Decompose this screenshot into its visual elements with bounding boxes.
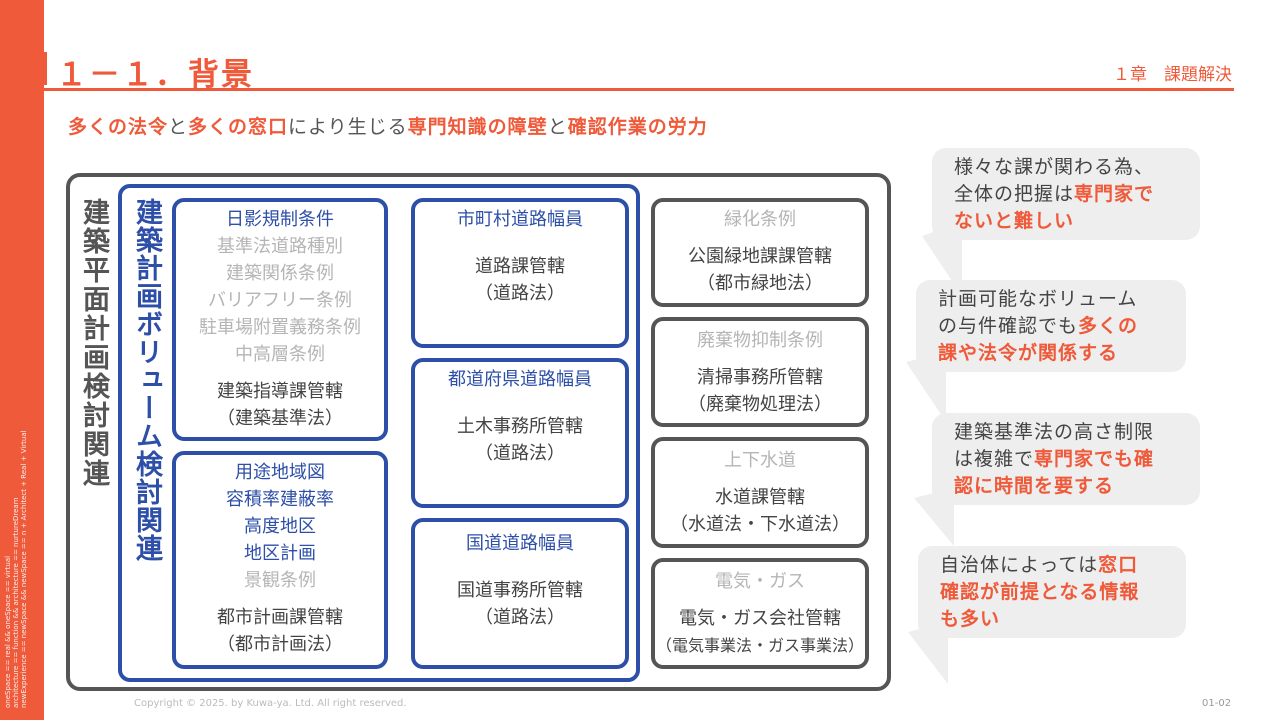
subtitle-part: と bbox=[168, 116, 189, 138]
callout-line: 様々な課が関わる為、 bbox=[954, 156, 1155, 178]
subtitle-part: 確認作業の労力 bbox=[567, 116, 708, 138]
callout-highlight: 課や法令が関係する bbox=[938, 342, 1119, 364]
side-vertical-text: oneSpace == real && oneSpace == virtual … bbox=[4, 430, 40, 720]
box-title: 上下水道 bbox=[724, 450, 796, 471]
box-law: （都市緑地法） bbox=[697, 273, 823, 294]
box-law: （建築基準法） bbox=[217, 408, 343, 429]
box-law: （道路法） bbox=[475, 443, 565, 464]
callout-bubble: 建築基準法の高さ制限 は複雑で専門家でも確 認に時間を要する bbox=[932, 413, 1200, 505]
box-title: 国道道路幅員 bbox=[466, 533, 574, 554]
box-jurisdiction: 水道課管轄 bbox=[715, 487, 805, 508]
page-title: １－１．背景 bbox=[56, 57, 254, 93]
box-prefectural-road: 都道府県道路幅員 土木事務所管轄 （道路法） bbox=[411, 358, 629, 508]
box-title: 廃棄物抑制条例 bbox=[697, 330, 823, 351]
regulation-item: 用途地域図 bbox=[235, 462, 325, 483]
box-jurisdiction: 清掃事務所管轄 bbox=[697, 367, 823, 388]
subtitle-part: 多くの窓口 bbox=[188, 116, 289, 138]
regulation-item: 駐車場附置義務条例 bbox=[199, 317, 361, 338]
callout-highlight: 専門家で bbox=[1074, 183, 1155, 205]
regulation-item: 建築関係条例 bbox=[226, 263, 334, 284]
box-law: （水道法・下水道法） bbox=[670, 514, 850, 535]
callout-highlight: 認に時間を要する bbox=[954, 475, 1115, 497]
callout-text: 自治体によっては bbox=[940, 554, 1099, 576]
box-jurisdiction: 電気・ガス会社管轄 bbox=[679, 608, 841, 629]
callout-bubble: 自治体によっては窓口 確認が前提となる情報 も多い bbox=[918, 546, 1186, 638]
box-jurisdiction: 公園緑地課課管轄 bbox=[688, 246, 832, 267]
regulation-item: 基準法道路種別 bbox=[217, 236, 343, 257]
regulation-item: バリアフリー条例 bbox=[208, 290, 352, 311]
box-municipal-road: 市町村道路幅員 道路課管轄 （道路法） bbox=[411, 198, 629, 348]
box-waste: 廃棄物抑制条例 清掃事務所管轄 （廃棄物処理法） bbox=[651, 317, 869, 427]
regulation-item: 高度地区 bbox=[244, 516, 316, 537]
box-national-road: 国道道路幅員 国道事務所管轄 （道路法） bbox=[411, 518, 629, 669]
subtitle-part: 多くの法令 bbox=[68, 116, 169, 138]
box-title: 日影規制条件 bbox=[226, 209, 334, 230]
box-law: （都市計画法） bbox=[217, 634, 343, 655]
regulation-item: 中高層条例 bbox=[235, 344, 325, 365]
callout-highlight: 多くの bbox=[1078, 315, 1139, 337]
callout-highlight: ないと難しい bbox=[954, 210, 1075, 232]
callout-highlight: 窓口 bbox=[1098, 554, 1139, 576]
page-number: 01-02 bbox=[1202, 698, 1232, 709]
regulation-item: 地区計画 bbox=[244, 543, 316, 564]
chapter-label: １章 課題解決 bbox=[1113, 65, 1232, 85]
title-marker bbox=[44, 52, 47, 85]
box-zoning: 用途地域図 容積率建蔽率 高度地区 地区計画 景観条例 都市計画課管轄 （都市計… bbox=[172, 451, 388, 669]
callout-line: 建築基準法の高さ制限 bbox=[954, 421, 1155, 443]
callout-bubble: 計画可能なボリューム の与件確認でも多くの 課や法令が関係する bbox=[916, 280, 1186, 372]
side-text-line: oneSpace == real && oneSpace == virtual bbox=[4, 555, 12, 708]
callout-text: の与件確認でも bbox=[938, 315, 1079, 337]
volume-study-label: 建築計画ボリューム検討関連 bbox=[131, 198, 162, 562]
copyright: Copyright © 2025. by Kuwa-ya. Ltd. All r… bbox=[134, 698, 407, 709]
box-law: （電気事業法・ガス事業法） bbox=[655, 636, 864, 655]
box-greening: 緑化条例 公園緑地課課管轄 （都市緑地法） bbox=[651, 198, 869, 307]
callout-text: 全体の把握は bbox=[954, 183, 1075, 205]
subtitle-part: と bbox=[547, 116, 568, 138]
header-rule bbox=[44, 88, 1234, 91]
box-sunshade-regulation: 日影規制条件 基準法道路種別 建築関係条例 バリアフリー条例 駐車場附置義務条例… bbox=[172, 198, 388, 441]
box-water: 上下水道 水道課管轄 （水道法・下水道法） bbox=[651, 437, 869, 548]
callout-highlight: 確認が前提となる情報 bbox=[940, 581, 1140, 603]
box-electric-gas: 電気・ガス 電気・ガス会社管轄 （電気事業法・ガス事業法） bbox=[651, 558, 869, 669]
regulation-item: 景観条例 bbox=[244, 570, 316, 591]
side-accent-band bbox=[0, 0, 44, 720]
box-law: （道路法） bbox=[475, 283, 565, 304]
callout-highlight: 専門家でも確 bbox=[1034, 448, 1155, 470]
box-jurisdiction: 国道事務所管轄 bbox=[457, 580, 583, 601]
box-title: 電気・ガス bbox=[715, 571, 805, 592]
subtitle-part: 専門知識の障壁 bbox=[407, 116, 548, 138]
volume-study-frame bbox=[118, 184, 640, 682]
callout-text: は複雑で bbox=[954, 448, 1035, 470]
floor-plan-label: 建築平面計画検討関連 bbox=[78, 198, 109, 488]
callout-line: 計画可能なボリューム bbox=[938, 288, 1138, 310]
box-jurisdiction: 道路課管轄 bbox=[475, 256, 565, 277]
box-title: 都道府県道路幅員 bbox=[448, 369, 592, 390]
callout-bubble: 様々な課が関わる為、 全体の把握は専門家で ないと難しい bbox=[932, 148, 1200, 240]
regulation-item: 容積率建蔽率 bbox=[226, 489, 334, 510]
side-text-line: architecture == function && architecture… bbox=[12, 497, 20, 708]
box-title: 緑化条例 bbox=[724, 209, 796, 230]
box-law: （廃棄物処理法） bbox=[688, 394, 832, 415]
box-jurisdiction: 建築指導課管轄 bbox=[217, 381, 343, 402]
side-text-line: newExperience == newSpace && newSpace ==… bbox=[20, 430, 28, 708]
box-jurisdiction: 土木事務所管轄 bbox=[457, 416, 583, 437]
subtitle: 多くの法令と多くの窓口により生じる専門知識の障壁と確認作業の労力 bbox=[68, 112, 708, 139]
box-title: 市町村道路幅員 bbox=[457, 209, 583, 230]
box-jurisdiction: 都市計画課管轄 bbox=[217, 607, 343, 628]
box-law: （道路法） bbox=[475, 607, 565, 628]
subtitle-part: により生じる bbox=[288, 116, 408, 138]
callout-highlight: も多い bbox=[940, 608, 1001, 630]
floor-plan-frame bbox=[66, 173, 891, 691]
